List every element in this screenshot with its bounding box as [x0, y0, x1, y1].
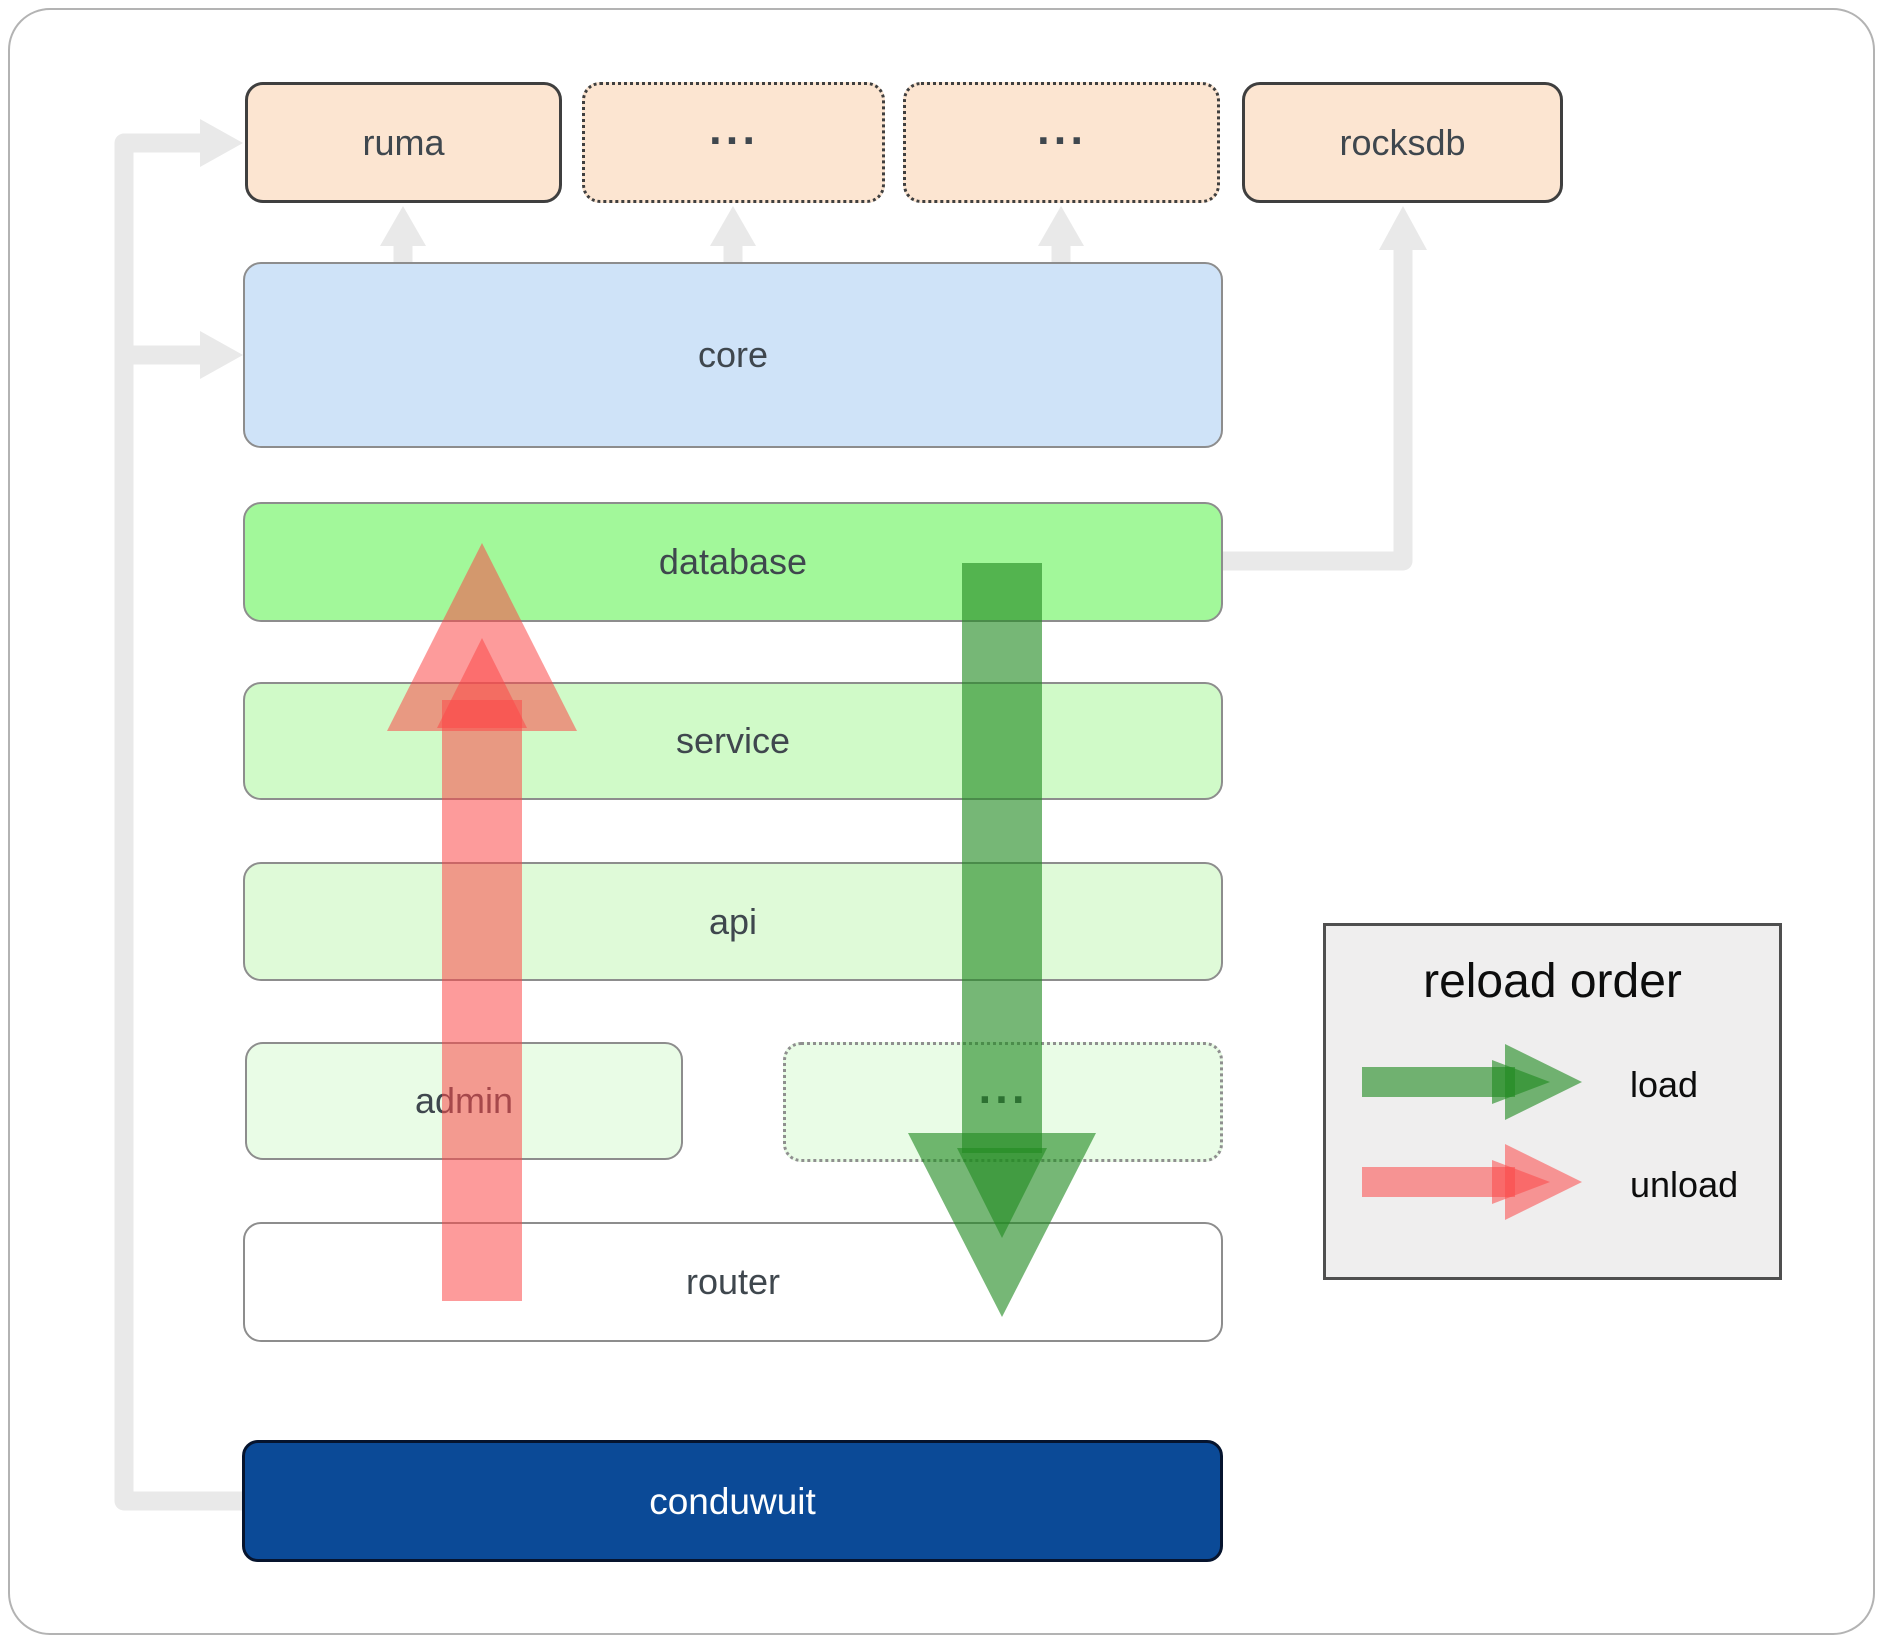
node-ext-1-label: ...	[708, 111, 759, 153]
node-ext-3: ...	[783, 1042, 1223, 1162]
node-database-label: database	[658, 541, 808, 582]
node-service: service	[243, 682, 1223, 800]
legend-unload-label: unload	[1630, 1164, 1739, 1205]
node-ruma: ruma	[245, 82, 562, 203]
legend-title: reload order	[1423, 955, 1682, 1008]
legend-load-label: load	[1630, 1064, 1699, 1105]
node-router: router	[243, 1222, 1223, 1342]
node-api: api	[243, 862, 1223, 981]
node-database: database	[243, 502, 1223, 622]
node-ruma-label: ruma	[362, 121, 445, 163]
node-rocksdb-label: rocksdb	[1339, 121, 1466, 163]
node-conduwuit: conduwuit	[242, 1440, 1223, 1562]
node-router-label: router	[685, 1261, 781, 1302]
node-service-label: service	[675, 720, 791, 761]
node-ext-3-label: ...	[977, 1071, 1029, 1112]
legend: reload order load unload	[1323, 923, 1782, 1280]
node-core-label: core	[697, 334, 769, 375]
node-ext-1: ...	[582, 82, 885, 203]
node-api-label: api	[708, 900, 758, 942]
node-rocksdb: rocksdb	[1242, 82, 1563, 203]
node-conduwuit-label: conduwuit	[649, 1480, 816, 1522]
node-ext-2-label: ...	[1036, 111, 1087, 153]
node-core: core	[243, 262, 1223, 448]
node-admin-label: admin	[414, 1080, 514, 1121]
node-admin: admin	[245, 1042, 683, 1160]
node-ext-2: ...	[903, 82, 1220, 203]
outer-frame	[8, 8, 1875, 1635]
